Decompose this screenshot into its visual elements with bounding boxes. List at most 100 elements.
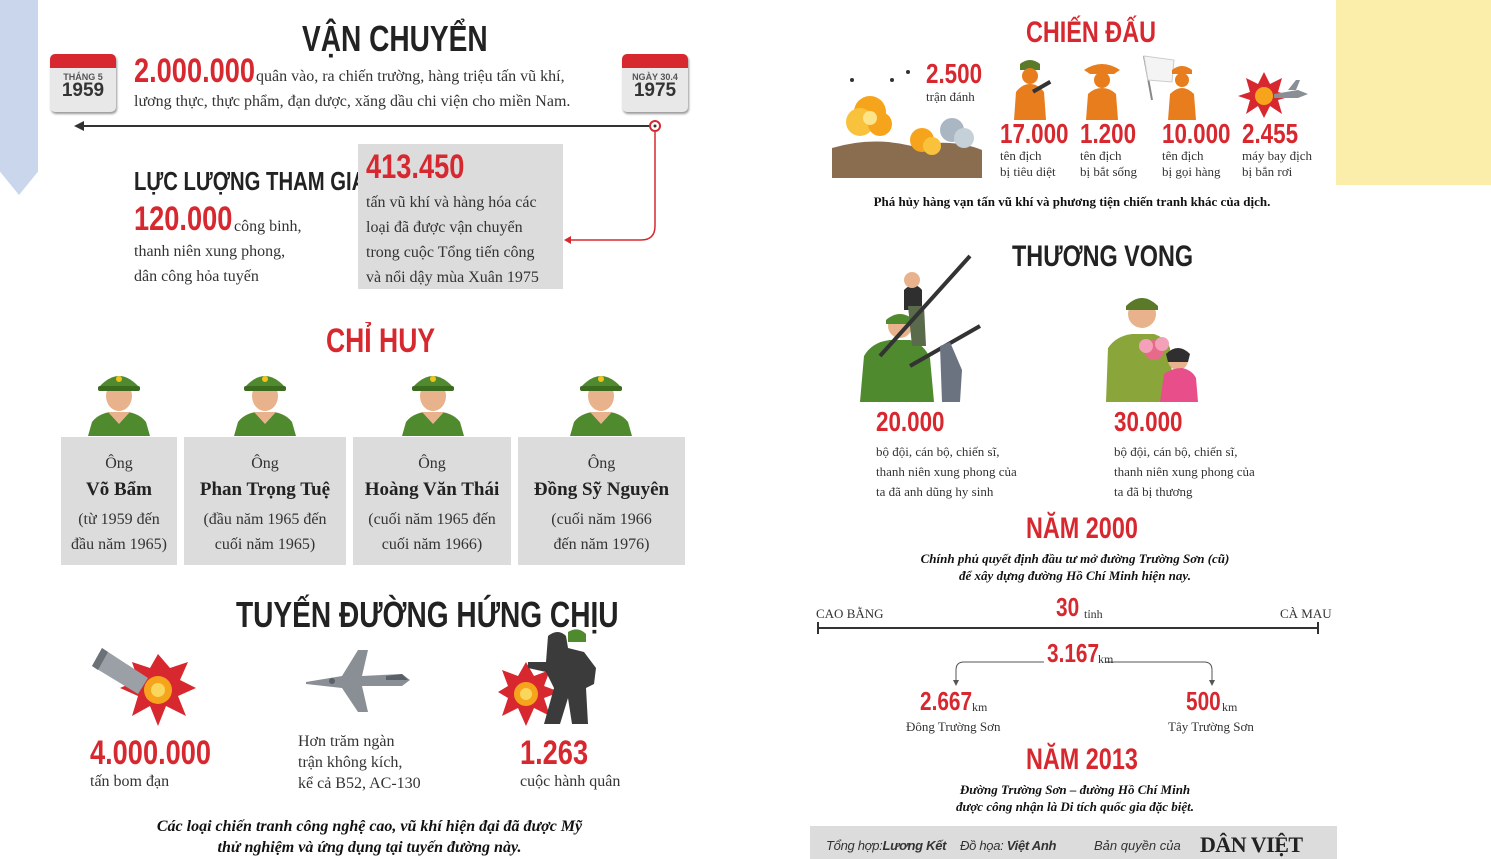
raids-line: trận không kích, bbox=[298, 754, 403, 771]
killed-number: 20.000 bbox=[876, 406, 945, 437]
total-km-unit: km bbox=[1098, 652, 1114, 666]
soldier-kill-icon bbox=[1014, 60, 1052, 120]
calendar-end-icon: NGÀY 30.4 1975 bbox=[622, 54, 688, 112]
commander-name: Hoàng Văn Thái bbox=[364, 479, 500, 500]
right-ribbon bbox=[1336, 0, 1491, 185]
endure-note-line: Các loại chiến tranh công nghệ cao, vũ k… bbox=[156, 818, 583, 835]
transport-big-number: 2.000.000 bbox=[134, 52, 256, 90]
force-line-2: thanh niên xung phong, bbox=[134, 243, 286, 260]
west-km-unit: km bbox=[1222, 700, 1238, 714]
calendar-end-year: 1975 bbox=[633, 80, 677, 101]
endure-note: Các loại chiến tranh công nghệ cao, vũ k… bbox=[112, 816, 627, 858]
commander-name: Đồng Sỹ Nguyên bbox=[533, 479, 670, 500]
endure-note-line: thử nghiệm và ứng dụng tại tuyến đường n… bbox=[217, 839, 522, 856]
cargo-line: loại đã được vận chuyển bbox=[366, 219, 523, 236]
battles-label: trận đánh bbox=[926, 89, 975, 104]
casualties-title: THƯƠNG VONG bbox=[1012, 240, 1194, 273]
copyright-label: Bản quyền của bbox=[1094, 838, 1181, 853]
combat-note: Phá hủy hàng vạn tấn vũ khí và phương ti… bbox=[873, 194, 1271, 209]
force-line-3: dân công hỏa tuyến bbox=[134, 268, 259, 285]
raids-text: Hơn trăm ngàn trận không kích, kể cả B52… bbox=[298, 731, 421, 794]
east-km-number: 2.667 bbox=[920, 686, 973, 716]
raids-line: kể cả B52, AC-130 bbox=[298, 775, 421, 792]
killed-text: bộ đội, cán bộ, chiến sĩ, thanh niên xun… bbox=[876, 444, 1017, 499]
year2013-text: Đường Trường Sơn – đường Hồ Chí Minh đượ… bbox=[956, 782, 1194, 814]
year2000-text: Chính phủ quyết định đầu tư mở đường Trư… bbox=[920, 551, 1230, 583]
soldiers-explosion-icon bbox=[498, 629, 596, 726]
soldier-icon bbox=[234, 376, 296, 436]
command-title: CHỈ HUY bbox=[326, 322, 436, 360]
combat-stat-number: 1.200 bbox=[1080, 118, 1137, 149]
battle-explosion-icon bbox=[832, 70, 982, 178]
calendar-start-icon: THÁNG 5 1959 bbox=[50, 54, 116, 112]
timeline-arrow bbox=[74, 120, 661, 244]
compiled-credit: Tổng hợp:Lương Kết bbox=[826, 838, 947, 853]
force-number: 120.000 bbox=[134, 200, 233, 238]
ops-number: 1.263 bbox=[520, 734, 589, 772]
wounded-text: bộ đội, cán bộ, chiến sĩ, thanh niên xun… bbox=[1114, 444, 1255, 499]
combat-title: CHIẾN ĐẤU bbox=[1026, 16, 1157, 49]
left-end-label: CAO BẰNG bbox=[816, 606, 884, 621]
calendar-start-year: 1959 bbox=[61, 80, 105, 101]
wounded-soldier-child-icon bbox=[1106, 298, 1198, 402]
ops-label: cuộc hành quân bbox=[520, 773, 621, 790]
cargo-number: 413.450 bbox=[366, 148, 465, 186]
route-diagram bbox=[817, 622, 1319, 686]
bombs-number: 4.000.000 bbox=[90, 734, 212, 772]
surrender-flag-icon bbox=[1143, 55, 1196, 120]
total-km-number: 3.167 bbox=[1047, 638, 1100, 668]
west-label: Tây Trường Sơn bbox=[1168, 719, 1254, 734]
combat-stat-number: 2.455 bbox=[1242, 118, 1299, 149]
battles-number: 2.500 bbox=[926, 58, 983, 89]
commander-prefix: Ông bbox=[587, 455, 616, 472]
combat-stat-number: 17.000 bbox=[1000, 118, 1069, 149]
combat-stat-number: 10.000 bbox=[1162, 118, 1231, 149]
provinces-count: 30 bbox=[1056, 592, 1080, 622]
endure-title: TUYẾN ĐƯỜNG HỨNG CHỊU bbox=[236, 594, 619, 635]
cargo-line: trong cuộc Tổng tiến công bbox=[366, 244, 535, 261]
soldier-capture-icon bbox=[1084, 64, 1120, 120]
force-title: LỰC LƯỢNG THAM GIA bbox=[134, 166, 367, 196]
cargo-box: 413.450 tấn vũ khí và hàng hóa các loại … bbox=[358, 144, 563, 289]
soldier-icon bbox=[570, 376, 632, 436]
wounded-number: 30.000 bbox=[1114, 406, 1183, 437]
commander-name: Phan Trọng Tuệ bbox=[199, 479, 331, 500]
year2000-title: NĂM 2000 bbox=[1026, 512, 1138, 545]
west-km-number: 500 bbox=[1186, 686, 1221, 716]
commander-prefix: Ông bbox=[105, 455, 133, 472]
commander-prefix: Ông bbox=[251, 455, 279, 472]
plane-shot-down-icon bbox=[1238, 72, 1308, 118]
soldier-icon bbox=[88, 376, 150, 436]
cargo-line: và nổi dậy mùa Xuân 1975 bbox=[366, 269, 539, 286]
year2013-title: NĂM 2013 bbox=[1026, 743, 1138, 776]
transport-line-2: lương thực, thực phẩm, đạn dược, xăng dầ… bbox=[134, 93, 571, 110]
dan-viet-logo[interactable]: DÂN VIỆT bbox=[1200, 832, 1303, 857]
raids-line: Hơn trăm ngàn bbox=[298, 733, 395, 750]
force-line-1: công binh, bbox=[234, 218, 302, 235]
fighters-icon bbox=[860, 254, 981, 402]
provinces-unit: tỉnh bbox=[1084, 607, 1103, 621]
soldier-icon bbox=[402, 376, 464, 436]
calendar-start-month: THÁNG 5 bbox=[63, 72, 103, 82]
right-end-label: CÀ MAU bbox=[1280, 606, 1332, 621]
bomb-explosion-icon bbox=[92, 648, 196, 726]
left-ribbon bbox=[0, 0, 38, 195]
graphic-credit: Đồ họa: Việt Anh bbox=[960, 838, 1057, 853]
east-km-unit: km bbox=[972, 700, 988, 714]
bombs-label: tấn bom đạn bbox=[90, 773, 170, 790]
